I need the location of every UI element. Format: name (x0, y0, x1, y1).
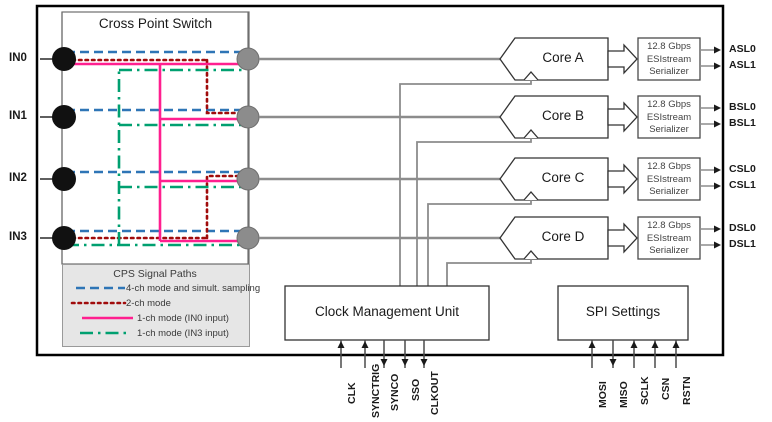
core-label-a: Core A (542, 50, 584, 65)
cmu-clock-distribution (399, 80, 532, 286)
cmu-pin-label-sso: SSO (410, 378, 422, 401)
cps-input-nodes (52, 47, 76, 250)
serializer-a-line2: ESIstream (646, 54, 692, 65)
output-label-bsl0: BSL0 (729, 101, 756, 113)
spi-pin-label-miso: MISO (618, 381, 630, 408)
device-boundary-frame (35, 4, 725, 357)
core-clock-notch (523, 71, 539, 260)
output-label-bsl1: BSL1 (729, 117, 756, 129)
serializer-b-line1: 12.8 Gbps (647, 99, 691, 110)
input-arrowheads (54, 55, 61, 242)
cmu-pin-label-clkout: CLKOUT (429, 371, 441, 415)
serializer-output-wires (700, 49, 716, 246)
serializer-d-line1: 12.8 Gbps (647, 220, 691, 231)
input-label-in1: IN1 (9, 110, 27, 122)
path-1ch-mode-in0 (66, 62, 245, 243)
core-to-serializer-arrows (607, 43, 638, 254)
serializer-boxes (637, 37, 701, 260)
core-label-b: Core B (541, 108, 585, 123)
serializer-c-line3: Serializer (649, 186, 689, 197)
core-label-d: Core D (541, 229, 585, 244)
spi-pin-label-sclk: SCLK (639, 376, 651, 405)
cps-to-core-wires (259, 57, 500, 240)
serializer-a-line3: Serializer (649, 66, 689, 77)
input-label-in2: IN2 (9, 172, 27, 184)
legend-label-1ch-in3: 1-ch mode (IN3 input) (137, 328, 229, 339)
core-shapes (499, 37, 609, 260)
serializer-d-line3: Serializer (649, 245, 689, 256)
output-label-dsl1: DSL1 (729, 238, 756, 250)
cross-point-switch-title: Cross Point Switch (98, 16, 213, 31)
spi-pin-arrowheads (588, 341, 680, 366)
serializer-output-arrowheads (714, 46, 721, 249)
output-label-csl1: CSL1 (729, 179, 756, 191)
spi-settings-box (557, 285, 689, 341)
cmu-pin-label-clk: CLK (346, 382, 358, 404)
input-label-in3: IN3 (9, 231, 27, 243)
spi-pin-label-mosi: MOSI (597, 381, 609, 408)
spi-pin-label-rstn: RSTN (681, 376, 693, 405)
cmu-pin-label-synco: SYNCO (389, 373, 401, 411)
cmu-pin-label-synctrig: SYNCTRIG (370, 363, 382, 418)
serializer-c-line2: ESIstream (646, 174, 692, 185)
serializer-a-line1: 12.8 Gbps (647, 41, 691, 52)
cmu-pin-arrowheads (337, 341, 428, 366)
serializer-d-line2: ESIstream (646, 233, 692, 244)
legend-label-2ch: 2-ch mode (126, 298, 171, 309)
serializer-c-line1: 12.8 Gbps (647, 161, 691, 172)
spi-pin-label-csn: CSN (660, 377, 672, 400)
output-label-dsl0: DSL0 (729, 222, 756, 234)
spi-settings-label: SPI Settings (585, 304, 661, 319)
clock-management-unit-box (284, 285, 490, 341)
input-label-in0: IN0 (9, 52, 27, 64)
legend-label-1ch-in0: 1-ch mode (IN0 input) (137, 313, 229, 324)
core-label-c: Core C (541, 170, 585, 185)
output-label-csl0: CSL0 (729, 163, 756, 175)
path-2ch-mode (64, 58, 246, 240)
serializer-b-line2: ESIstream (646, 112, 692, 123)
path-1ch-mode-in3 (66, 68, 245, 247)
input-arrow-group (40, 58, 54, 239)
cross-point-switch-box (61, 11, 250, 265)
output-label-asl0: ASL0 (729, 43, 756, 55)
path-4ch-mode (66, 50, 245, 233)
legend-title: CPS Signal Paths (113, 268, 197, 280)
clock-management-unit-label: Clock Management Unit (314, 304, 460, 319)
output-label-asl1: ASL1 (729, 59, 756, 71)
legend-label-4ch: 4-ch mode and simult. sampling (126, 283, 261, 294)
serializer-b-line3: Serializer (649, 124, 689, 135)
